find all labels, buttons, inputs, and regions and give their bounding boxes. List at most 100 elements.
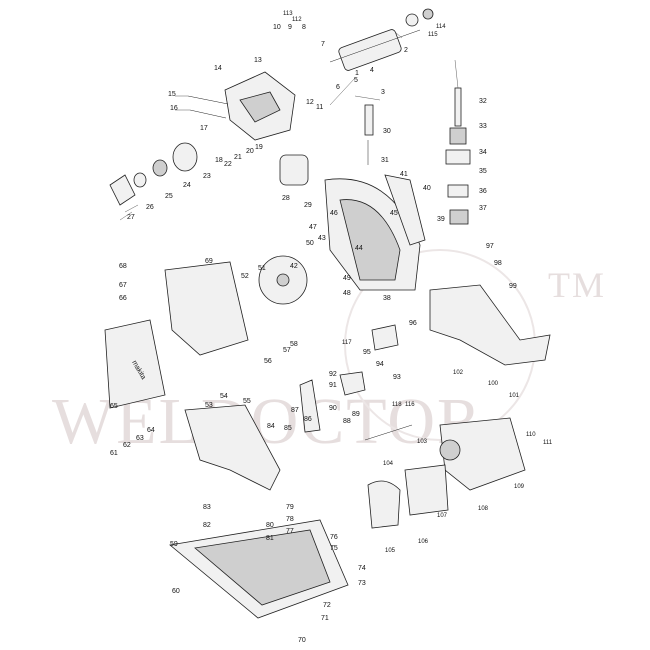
motor-housing bbox=[439, 417, 526, 491]
callout-13: 13 bbox=[254, 57, 262, 64]
callout-78: 78 bbox=[286, 516, 294, 523]
callout-40: 40 bbox=[423, 185, 431, 192]
callout-37: 37 bbox=[479, 205, 487, 212]
callout-72: 72 bbox=[323, 602, 331, 609]
callout-53: 53 bbox=[205, 402, 213, 409]
callout-96: 96 bbox=[409, 320, 417, 327]
callout-107: 107 bbox=[437, 513, 448, 519]
lever-87 bbox=[299, 379, 321, 433]
callout-58: 58 bbox=[290, 341, 298, 348]
callout-21: 21 bbox=[234, 154, 242, 161]
callout-106: 106 bbox=[418, 539, 429, 545]
callout-100: 100 bbox=[488, 381, 499, 387]
callout-26: 26 bbox=[146, 204, 154, 211]
callout-94: 94 bbox=[376, 361, 384, 368]
callout-98: 98 bbox=[494, 260, 502, 267]
callout-74: 74 bbox=[358, 565, 366, 572]
callout-102: 102 bbox=[453, 370, 464, 376]
callout-81: 81 bbox=[266, 535, 274, 542]
callout-63: 63 bbox=[136, 435, 144, 442]
callout-19: 19 bbox=[255, 144, 263, 151]
callout-69: 69 bbox=[205, 258, 213, 265]
callout-68: 68 bbox=[119, 263, 127, 270]
callout-71: 71 bbox=[321, 615, 329, 622]
callout-110: 110 bbox=[526, 432, 536, 438]
callout-32: 32 bbox=[479, 98, 487, 105]
blade-guard bbox=[324, 174, 426, 291]
callout-90: 90 bbox=[329, 405, 337, 412]
callout-45: 45 bbox=[390, 210, 398, 217]
gear-housing bbox=[224, 71, 296, 141]
bolt-column bbox=[445, 87, 471, 225]
callout-23: 23 bbox=[203, 173, 211, 180]
blade-cover-69 bbox=[164, 261, 249, 356]
callout-73: 73 bbox=[358, 580, 366, 587]
callout-11: 11 bbox=[316, 104, 323, 111]
armature bbox=[329, 8, 434, 71]
callout-7: 7 bbox=[321, 41, 325, 48]
callout-87: 87 bbox=[291, 407, 299, 414]
callout-27: 27 bbox=[127, 214, 135, 221]
callout-4: 4 bbox=[370, 67, 374, 74]
callout-108: 108 bbox=[478, 506, 489, 512]
callout-56: 56 bbox=[264, 358, 272, 365]
callout-114: 114 bbox=[436, 24, 446, 30]
callout-49: 49 bbox=[343, 275, 351, 282]
callout-52: 52 bbox=[241, 273, 249, 280]
callout-51: 51 bbox=[258, 265, 266, 272]
field-coil-107 bbox=[404, 464, 449, 516]
callout-105: 105 bbox=[385, 548, 396, 554]
callout-35: 35 bbox=[479, 168, 487, 175]
callout-50: 50 bbox=[306, 240, 314, 247]
switch-95 bbox=[371, 324, 399, 351]
callout-9: 9 bbox=[288, 24, 292, 31]
callout-6: 6 bbox=[336, 84, 340, 91]
shaft-16 bbox=[189, 109, 227, 119]
callout-28: 28 bbox=[282, 195, 290, 202]
callout-111: 111 bbox=[543, 440, 553, 446]
callout-25: 25 bbox=[165, 193, 173, 200]
callout-116: 116 bbox=[405, 402, 415, 408]
callout-33: 33 bbox=[479, 123, 487, 130]
rod-103 bbox=[364, 424, 413, 441]
callout-65: 65 bbox=[110, 403, 118, 410]
callout-24: 24 bbox=[183, 182, 191, 189]
saw-blade bbox=[258, 255, 308, 305]
handle-assembly bbox=[429, 284, 551, 366]
callout-29: 29 bbox=[304, 202, 312, 209]
callout-2: 2 bbox=[404, 47, 408, 54]
callout-16: 16 bbox=[170, 105, 178, 112]
callout-18: 18 bbox=[215, 157, 223, 164]
callout-70: 70 bbox=[298, 637, 306, 644]
callout-17: 17 bbox=[200, 125, 208, 132]
callout-75: 75 bbox=[330, 545, 338, 552]
callout-117: 117 bbox=[342, 340, 352, 346]
callout-77: 77 bbox=[286, 528, 294, 535]
callout-103: 103 bbox=[417, 439, 428, 445]
callout-1: 1 bbox=[355, 70, 359, 77]
lower-guard bbox=[184, 404, 281, 491]
callout-104: 104 bbox=[383, 461, 394, 467]
callout-5: 5 bbox=[354, 77, 358, 84]
callout-92: 92 bbox=[329, 371, 337, 378]
base-plate bbox=[169, 519, 349, 619]
callout-109: 109 bbox=[514, 484, 525, 490]
callout-86: 86 bbox=[304, 416, 312, 423]
watermark-trademark: TM bbox=[548, 265, 606, 305]
callout-22: 22 bbox=[224, 161, 232, 168]
callout-39: 39 bbox=[437, 216, 445, 223]
callout-8: 8 bbox=[302, 24, 306, 31]
callout-67: 67 bbox=[119, 282, 127, 289]
callout-12: 12 bbox=[306, 99, 314, 106]
bearing-box-28 bbox=[279, 154, 309, 186]
callout-62: 62 bbox=[123, 442, 131, 449]
callout-84: 84 bbox=[267, 423, 275, 430]
callout-101: 101 bbox=[509, 393, 520, 399]
brush-ring-105 bbox=[367, 480, 401, 529]
callout-15: 15 bbox=[168, 91, 176, 98]
block-91 bbox=[339, 371, 366, 396]
shaft-15 bbox=[187, 95, 229, 105]
callout-20: 20 bbox=[246, 148, 254, 155]
